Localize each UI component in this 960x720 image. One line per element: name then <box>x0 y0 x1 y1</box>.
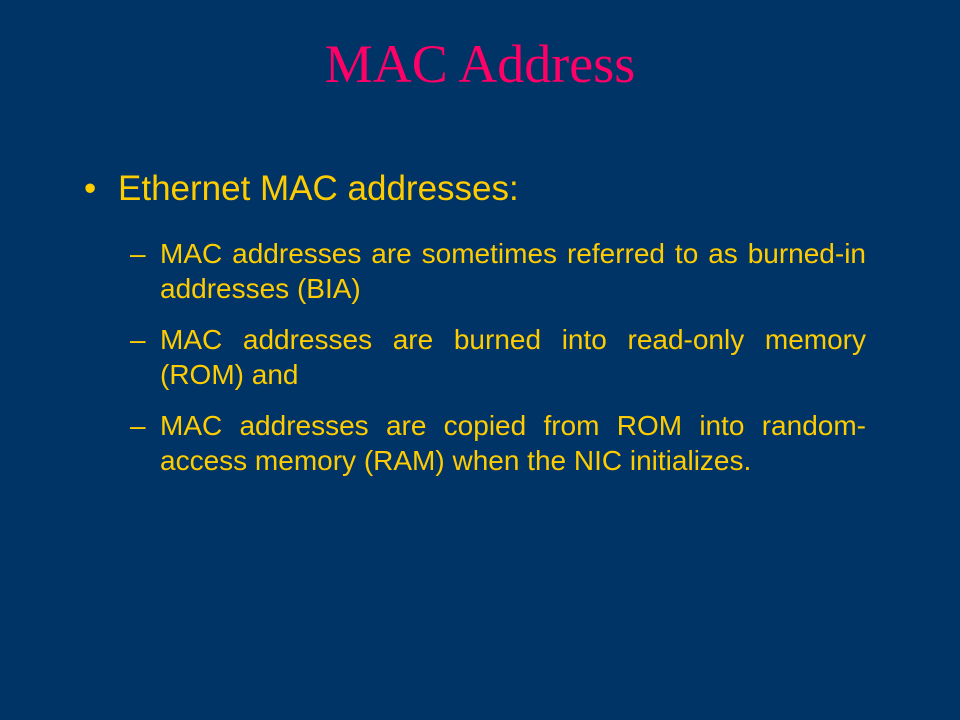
sub-bullet-text: MAC addresses are sometimes referred to … <box>160 238 866 304</box>
bullet-text: Ethernet MAC addresses: <box>118 169 519 208</box>
slide-title: MAC Address <box>324 34 636 94</box>
bullet-item: • Ethernet MAC addresses: <box>84 168 874 210</box>
sub-bullet-marker: – <box>130 324 146 355</box>
sub-bullet-list: – MAC addresses are sometimes referred t… <box>130 236 866 478</box>
sub-bullet-marker: – <box>130 410 146 441</box>
bullet-marker: • <box>84 169 97 208</box>
sub-bullet-text: MAC addresses are copied from ROM into r… <box>160 410 866 476</box>
sub-bullet-item: – MAC addresses are copied from ROM into… <box>130 408 866 478</box>
slide-content: • Ethernet MAC addresses: – MAC addresse… <box>84 168 874 494</box>
sub-bullet-item: – MAC addresses are burned into read-onl… <box>130 322 866 392</box>
sub-bullet-marker: – <box>130 238 146 269</box>
sub-bullet-text: MAC addresses are burned into read-only … <box>160 324 866 390</box>
sub-bullet-item: – MAC addresses are sometimes referred t… <box>130 236 866 306</box>
